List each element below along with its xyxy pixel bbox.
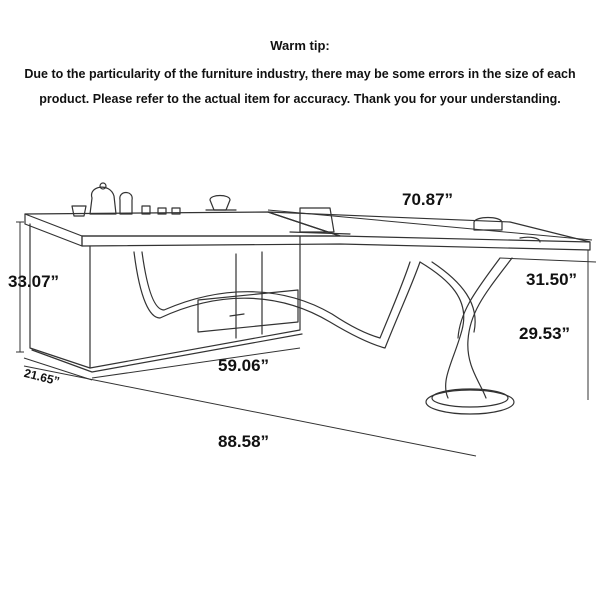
dim-line-top-width (267, 209, 593, 241)
desk-apron (133, 251, 421, 349)
dimension-top-width: 70.87” (402, 190, 454, 209)
cabinet-drawer (197, 289, 299, 333)
laptop (299, 207, 335, 233)
desk-top (81, 211, 591, 251)
dim-line-cabinet-width (91, 347, 301, 379)
dim-line-cabinet-depth (23, 357, 93, 381)
teapot (89, 186, 117, 215)
warm-tip-text: Due to the particularity of the furnitur… (20, 62, 580, 112)
dimension-cabinet-width: 59.06” (218, 356, 270, 375)
dimension-overall-length: 88.58” (218, 432, 270, 451)
warm-tip-line-1: Due to the particularity of the furnitur… (24, 67, 576, 81)
warm-tip-line-2: product. Please refer to the actual item… (39, 92, 561, 106)
dimension-leg-height: 29.53” (519, 324, 571, 343)
desk-leg (419, 261, 465, 399)
dim-line-overall-length (23, 365, 477, 457)
warm-tip-title: Warm tip: (270, 38, 330, 53)
dim-line-side-depth (499, 257, 597, 263)
leg-base (425, 389, 515, 415)
dimension-side-depth: 31.50” (526, 270, 578, 289)
dimension-overall-height: 33.07” (8, 272, 60, 291)
